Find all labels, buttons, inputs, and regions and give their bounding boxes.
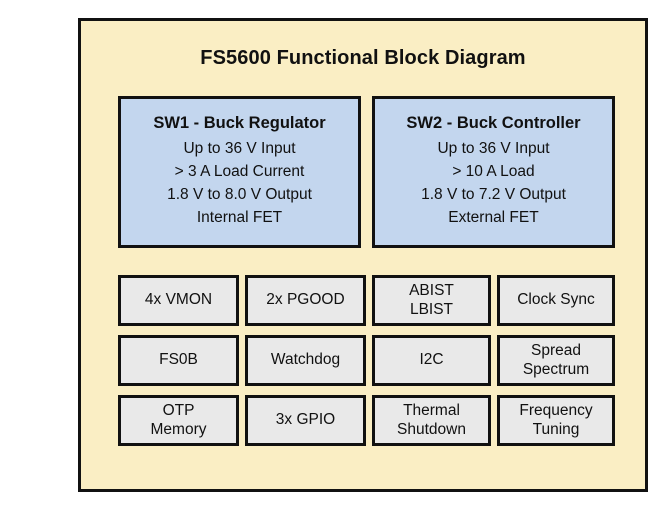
- functional-block-diagram-frame: FS5600 Functional Block Diagram SW1 - Bu…: [78, 18, 648, 492]
- regulator-block-title: SW2 - Buck Controller: [406, 114, 581, 133]
- feature-block-fs0b: FS0B: [118, 335, 239, 386]
- feature-block-vmon: 4x VMON: [118, 275, 239, 326]
- regulator-block-spec: 1.8 V to 7.2 V Output: [421, 186, 566, 203]
- feature-block-clock-sync: Clock Sync: [497, 275, 615, 326]
- feature-block-label: LBIST: [409, 300, 454, 318]
- feature-block-i2c: I2C: [372, 335, 491, 386]
- regulator-block-spec: 1.8 V to 8.0 V Output: [167, 186, 312, 203]
- regulator-block-sw1: SW1 - Buck Regulator Up to 36 V Input > 3 …: [118, 96, 361, 248]
- feature-block-label: Memory: [150, 420, 207, 438]
- regulator-block-spec: Up to 36 V Input: [183, 140, 296, 158]
- feature-block-label: 3x GPIO: [275, 411, 336, 429]
- page-title: FS5600 Functional Block Diagram: [200, 47, 526, 69]
- feature-block-label: Watchdog: [270, 351, 341, 369]
- regulator-block-title: SW1 - Buck Regulator: [153, 114, 326, 133]
- regulator-block-spec: Up to 36 V Input: [437, 140, 550, 158]
- regulator-block-spec: > 10 A Load: [452, 163, 535, 181]
- regulator-block-spec: Internal FET: [196, 208, 283, 226]
- feature-block-watchdog: Watchdog: [245, 335, 366, 386]
- feature-block-label: 4x VMON: [144, 291, 213, 309]
- feature-block-label: Thermal: [403, 402, 460, 420]
- feature-block-label: Spread: [531, 342, 581, 360]
- feature-block-label: Clock Sync: [517, 291, 595, 309]
- feature-block-label: Tuning: [532, 420, 580, 438]
- feature-block-label: ABIST: [409, 282, 454, 300]
- feature-block-label: Frequency: [519, 402, 593, 420]
- feature-block-pgood: 2x PGOOD: [245, 275, 366, 326]
- regulator-block-sw2: SW2 - Buck Controller Up to 36 V Input > 1…: [372, 96, 615, 248]
- feature-block-label: OTP: [162, 402, 195, 420]
- regulator-block-row: SW1 - Buck Regulator Up to 36 V Input > 3 …: [118, 96, 615, 248]
- regulator-block-spec: External FET: [448, 208, 539, 226]
- feature-block-label: I2C: [419, 351, 444, 369]
- regulator-block-spec: > 3 A Load Current: [174, 163, 305, 181]
- feature-block-label: Shutdown: [397, 420, 466, 438]
- feature-block-label: 2x PGOOD: [266, 291, 345, 309]
- feature-block-label: Spectrum: [522, 360, 590, 378]
- feature-block-gpio: 3x GPIO: [245, 395, 366, 446]
- feature-block-label: FS0B: [159, 351, 198, 369]
